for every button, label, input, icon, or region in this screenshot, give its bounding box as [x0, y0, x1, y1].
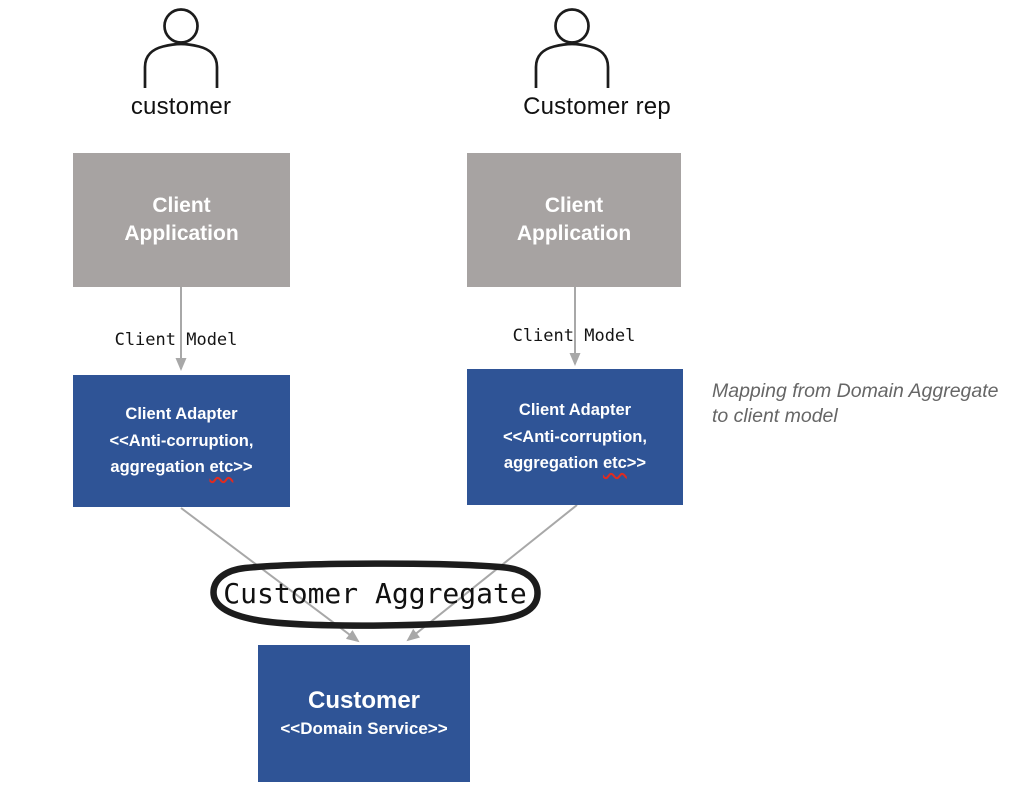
adapter-text-segment: aggregation [110, 458, 210, 477]
client-application-box-left: Client Application [73, 153, 290, 287]
client-application-box-right: Client Application [467, 153, 681, 287]
spellcheck-underlined-word: etc [602, 454, 627, 473]
arrow-label-client-model-right: Client Model [512, 326, 636, 346]
person-icon [534, 8, 610, 88]
client-application-title: Client Application [124, 193, 239, 245]
domain-service-title: Customer [307, 687, 421, 715]
spellcheck-underlined-word: etc [209, 458, 234, 477]
arrow-label-client-model-left: Client Model [114, 330, 238, 350]
actor-label-customer-rep: Customer rep [523, 93, 671, 120]
actor-label-customer: customer [130, 93, 232, 120]
arrow-adapter-left-to-domain-service [180, 507, 360, 643]
domain-service-stereotype: <<Domain Service>> [280, 719, 448, 739]
customer-domain-service-box: Customer <<Domain Service>> [258, 645, 470, 782]
customer-aggregate-callout: Customer Aggregate [205, 559, 545, 629]
person-icon [143, 8, 219, 88]
arrow-adapter-right-to-domain-service [406, 504, 578, 642]
client-adapter-box-right: Client Adapter <<Anti-corruption, aggreg… [467, 369, 683, 505]
client-adapter-box-left: Client Adapter <<Anti-corruption, aggreg… [73, 375, 290, 507]
adapter-title: Client Adapter [125, 404, 238, 423]
adapter-stereotype-line2: aggregation etc>> [504, 450, 646, 477]
adapter-text-segment: >> [626, 454, 647, 473]
adapter-text-segment: aggregation [503, 454, 603, 473]
adapter-stereotype-line1: <<Anti-corruption, [503, 427, 647, 446]
client-application-title: Client Application [516, 193, 632, 245]
hand-drawn-ellipse [210, 560, 541, 629]
adapter-text-segment: >> [233, 458, 253, 477]
mapping-note: Mapping from Domain Aggregate to client … [712, 380, 999, 427]
adapter-stereotype-line2: aggregation etc>> [110, 454, 252, 481]
adapter-title: Client Adapter [518, 400, 632, 419]
customer-aggregate-label: Customer Aggregate [223, 576, 527, 610]
adapter-stereotype-line1: <<Anti-corruption, [109, 431, 254, 450]
